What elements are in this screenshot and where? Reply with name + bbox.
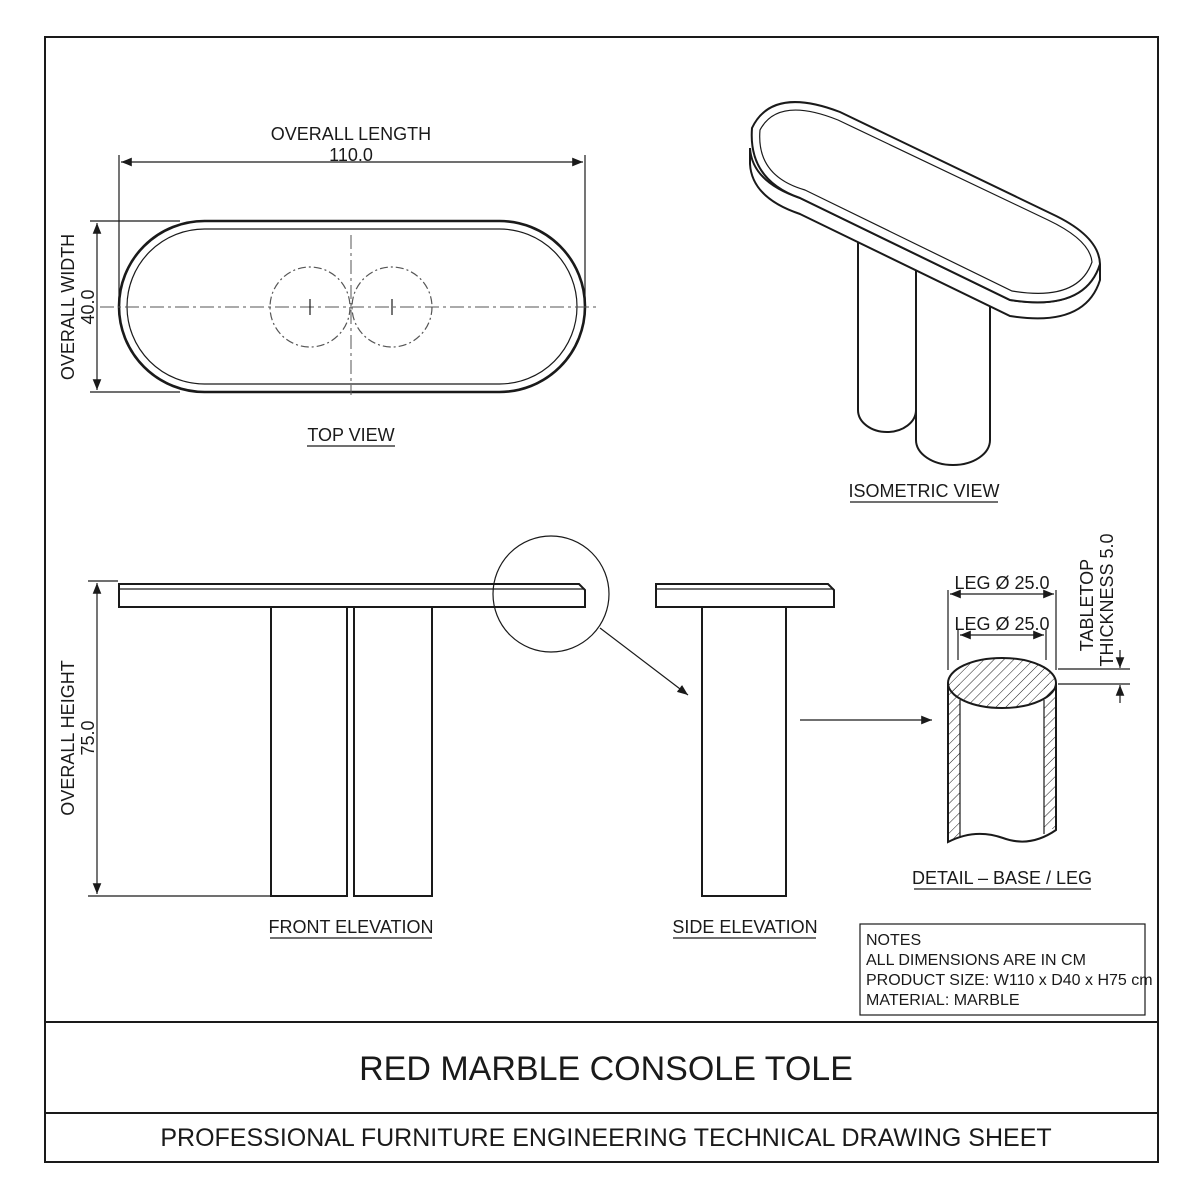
sheet-border xyxy=(44,36,1159,1163)
width-value: 40.0 xyxy=(78,289,98,324)
notes-frame xyxy=(859,923,1146,1016)
detail-title: DETAIL – BASE / LEG xyxy=(912,868,1092,888)
drawing-subtitle: PROFESSIONAL FURNITURE ENGINEERING TECHN… xyxy=(160,1124,1051,1152)
detail-leg-wall-right-hatch xyxy=(1044,684,1056,829)
leg-hidden-circle-right xyxy=(351,266,433,348)
detail-leg-top-section xyxy=(947,657,1057,709)
detail-callout-arrow xyxy=(599,627,689,696)
height-value: 75.0 xyxy=(78,720,98,755)
drawing-title: RED MARBLE CONSOLE TOLE xyxy=(359,1050,853,1088)
side-elevation-title: SIDE ELEVATION xyxy=(672,917,817,937)
tabletop-value: THICKNESS 5.0 xyxy=(1097,533,1117,666)
length-label: OVERALL LENGTH xyxy=(271,124,431,144)
detail-callout-circle xyxy=(492,535,610,653)
iso-leg-back xyxy=(857,238,917,433)
width-label: OVERALL WIDTH xyxy=(58,234,78,380)
leg-inner-label: LEG Ø 25.0 xyxy=(954,614,1049,634)
iso-tabletop-top xyxy=(750,101,1102,304)
tabletop-label: TABLETOP xyxy=(1077,559,1097,651)
side-tabletop xyxy=(655,583,835,608)
detail-base-leg: LEG Ø 25.0 LEG Ø 25.0 TABLETOP THICKNESS… xyxy=(912,533,1130,890)
isometric-view: ISOMETRIC VIEW xyxy=(749,101,1102,503)
notes-line-2: PRODUCT SIZE: W110 x D40 x H75 cm xyxy=(866,972,1153,989)
isometric-view-title: ISOMETRIC VIEW xyxy=(848,481,999,501)
notes-heading: NOTES xyxy=(866,932,921,949)
front-leg-left xyxy=(270,606,348,897)
notes-box: NOTES ALL DIMENSIONS ARE IN CM PRODUCT S… xyxy=(859,923,1153,1016)
leg-hidden-circle-left xyxy=(269,266,351,348)
top-view: OVERALL LENGTH 110.0 OVERALL WIDTH 40.0 … xyxy=(58,124,597,447)
front-leg-right xyxy=(353,606,433,897)
length-value: 110.0 xyxy=(329,145,373,165)
front-elevation-title: FRONT ELEVATION xyxy=(268,917,433,937)
notes-line-3: MATERIAL: MARBLE xyxy=(866,992,1020,1009)
height-label: OVERALL HEIGHT xyxy=(58,660,78,815)
side-leg xyxy=(701,606,787,897)
front-tabletop xyxy=(118,583,586,608)
front-elevation: OVERALL HEIGHT 75.0 FRONT ELEVATION xyxy=(58,535,689,939)
iso-leg-front xyxy=(915,256,991,466)
detail-leg-wall-left-hatch xyxy=(948,684,960,839)
leg-outer-label: LEG Ø 25.0 xyxy=(954,573,1049,593)
notes-line-1: ALL DIMENSIONS ARE IN CM xyxy=(866,952,1086,969)
top-view-title: TOP VIEW xyxy=(307,425,394,445)
side-elevation: SIDE ELEVATION xyxy=(655,583,932,939)
